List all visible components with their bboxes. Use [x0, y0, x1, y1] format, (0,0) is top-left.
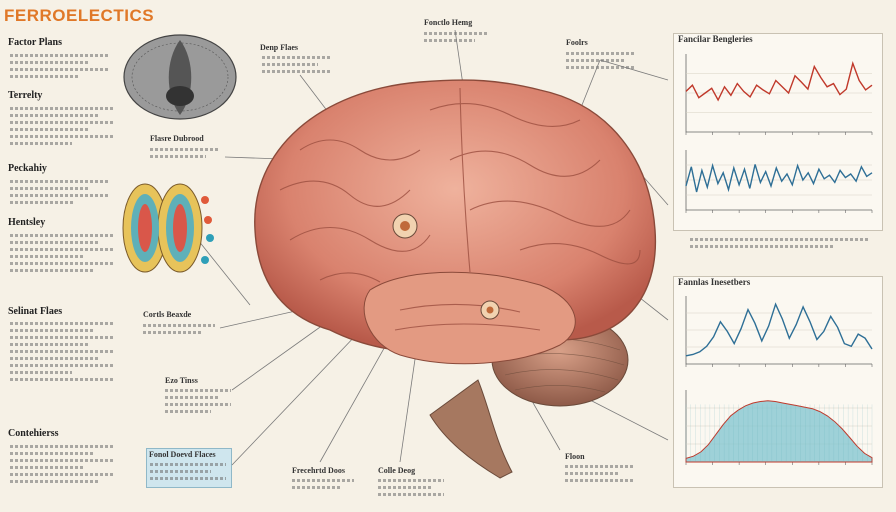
- callout-text-5: [143, 320, 215, 338]
- callout-text-10: [565, 461, 633, 486]
- chart-panel-top-caption: [690, 234, 870, 252]
- callout-text-6: [165, 385, 231, 417]
- page-title: FERROELECTICS: [4, 6, 155, 25]
- highlight-note: [146, 448, 232, 488]
- callout-heading-8: Frecehrtd Doos: [292, 466, 345, 475]
- callout-heading-1: Denp Flaes: [260, 43, 298, 52]
- callout-text-9: [378, 475, 444, 500]
- callout-heading-6: Ezo Tinss: [165, 376, 198, 385]
- section-heading-1: Factor Plans: [8, 37, 62, 48]
- chart-panel-top-title: Fancilar Bengleries: [678, 34, 753, 44]
- chart-panel-bottom-title: Fannlas Inesetbers: [678, 277, 751, 287]
- callout-heading-7: Fonol Doevd Flaces: [149, 450, 216, 459]
- section-text-5: [10, 318, 114, 385]
- callout-heading-9: Colle Deog: [378, 466, 416, 475]
- section-text-1: [10, 50, 110, 82]
- section-text-4: [10, 230, 114, 276]
- section-text-3: [10, 176, 110, 208]
- callout-heading-4: Foolrs: [566, 38, 588, 47]
- section-heading-3: Peckahiy: [8, 163, 47, 174]
- chart-panel-top: [673, 33, 883, 231]
- callout-text-8: [292, 475, 354, 493]
- brain-section-top-icon: [123, 34, 237, 120]
- section-text-6: [10, 441, 114, 487]
- callout-heading-2: Flasre Dubrood: [150, 134, 204, 143]
- callout-heading-5: Cortls Beaxde: [143, 310, 192, 319]
- main-brain-illustration: [254, 79, 657, 479]
- section-heading-4: Hentsley: [8, 217, 46, 228]
- callout-heading-10: Floon: [565, 452, 585, 461]
- callout-text-7: [150, 459, 226, 484]
- callout-text-4: [566, 48, 636, 73]
- chart-panel-bottom: [673, 276, 883, 488]
- callout-text-2: [150, 144, 220, 162]
- brain-cross-section-icon: [122, 183, 214, 273]
- section-heading-5: Selinat Flaes: [8, 306, 63, 317]
- section-heading-2: Terrelty: [8, 90, 43, 101]
- section-heading-6: Contehierss: [8, 428, 59, 439]
- section-text-2: [10, 103, 114, 149]
- callout-text-1: [262, 52, 332, 77]
- callout-text-3: [424, 28, 488, 46]
- callout-heading-3: Fonctlo Hemg: [424, 18, 473, 27]
